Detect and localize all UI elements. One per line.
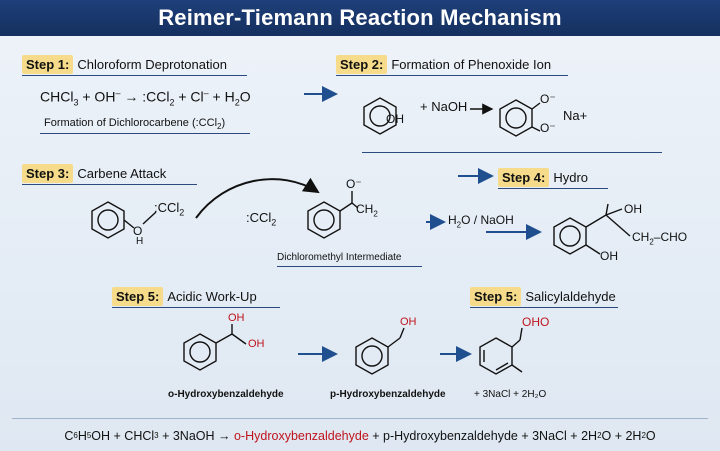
step-5-oho: OHO [522,315,550,329]
intermediate-label: Dichloromethyl Intermediate [277,252,402,263]
step-2-heading: Step 2: Formation of Phenoxide Ion [336,55,551,74]
step-4-oh-bottom: OH [600,249,618,263]
step-name: Salicylaldehyde [525,289,616,304]
step-name: Carbene Attack [77,166,167,181]
title-bar: Reimer-Tiemann Reaction Mechanism [0,0,720,36]
step-5-oh-b: OH [248,338,265,350]
phenoxide-structure [499,99,541,137]
sodium-label: Na+ [563,108,588,123]
ortho-product-structure [183,324,247,371]
divider [22,184,197,185]
divider [362,152,662,153]
phenoxide-attack-structure [91,201,157,239]
divider [12,418,708,419]
step-name: Chloroform Deprotonation [77,57,227,72]
salicylaldehyde-structure [479,327,523,375]
phenol-structure [363,97,397,135]
intermediate-structure [307,191,359,239]
divider [498,188,608,189]
label-byproducts: + 3NaCl + 2H₂O [474,389,547,400]
step-number: Step 1: [22,55,74,74]
intermediate-o-minus: O⁻ [346,177,362,191]
step-1-heading: Step 1: Chloroform Deprotonation [22,55,227,74]
step-4-chain: CH2–CHO [632,230,688,247]
phenoxide-o2: O⁻ [540,121,556,135]
step-1-caption: Formation of Dichlorocarbene (:CCl2) [44,117,226,132]
phenoxide-o-label: O [133,224,143,238]
phenoxide-o1: O⁻ [540,92,556,106]
divider [470,307,618,308]
step-name: Acidic Work-Up [167,289,257,304]
step-name: Hydro [553,170,589,185]
step-5-oh-a: OH [228,312,245,324]
step-number: Step 3: [22,164,74,183]
label-para: p-Hydroxybenzaldehyde [330,389,446,400]
step-1-equation: CHCl3 + OH– → :CCl2 + Cl– + H2O [40,88,251,108]
step-5b-heading: Step 5: Salicylaldehyde [470,287,616,306]
label-ortho: o-Hydroxybenzaldehyde [168,389,284,400]
overall-main-product: o-Hydroxybenzaldehyde [233,428,369,443]
step-3-heading: Step 3: Carbene Attack [22,164,166,183]
step-number: Step 4: [498,168,550,187]
step-4-oh-top: OH [624,202,642,216]
step-5-heading: Step 5: Acidic Work-Up [112,287,257,306]
step-4-heading: Step 4: Hydro [498,168,588,187]
curved-attack-arrow [195,177,320,219]
divider [22,75,247,76]
step-number: Step 5: [112,287,164,306]
intermediate-ch2: CH2 [356,202,378,219]
phenoxide-h-label: H [136,236,144,247]
carbene-label: :CCl2 [246,210,277,228]
para-product-structure [355,327,405,375]
divider [40,133,250,134]
page-title: Reimer-Tiemann Reaction Mechanism [158,5,562,30]
step-name: Formation of Phenoxide Ion [391,57,552,72]
divider [277,266,422,267]
step-number: Step 2: [336,55,388,74]
step-3-reagent: :CCl2 [154,200,185,218]
divider [336,75,568,76]
step-5-oh-c: OH [400,316,417,328]
divider [112,307,280,308]
step-number: Step 5: [470,287,522,306]
step-4-product-structure [553,203,631,255]
naoh-label: + NaOH [420,99,468,114]
step-4-reagent: H2O / NaOH [448,213,514,230]
